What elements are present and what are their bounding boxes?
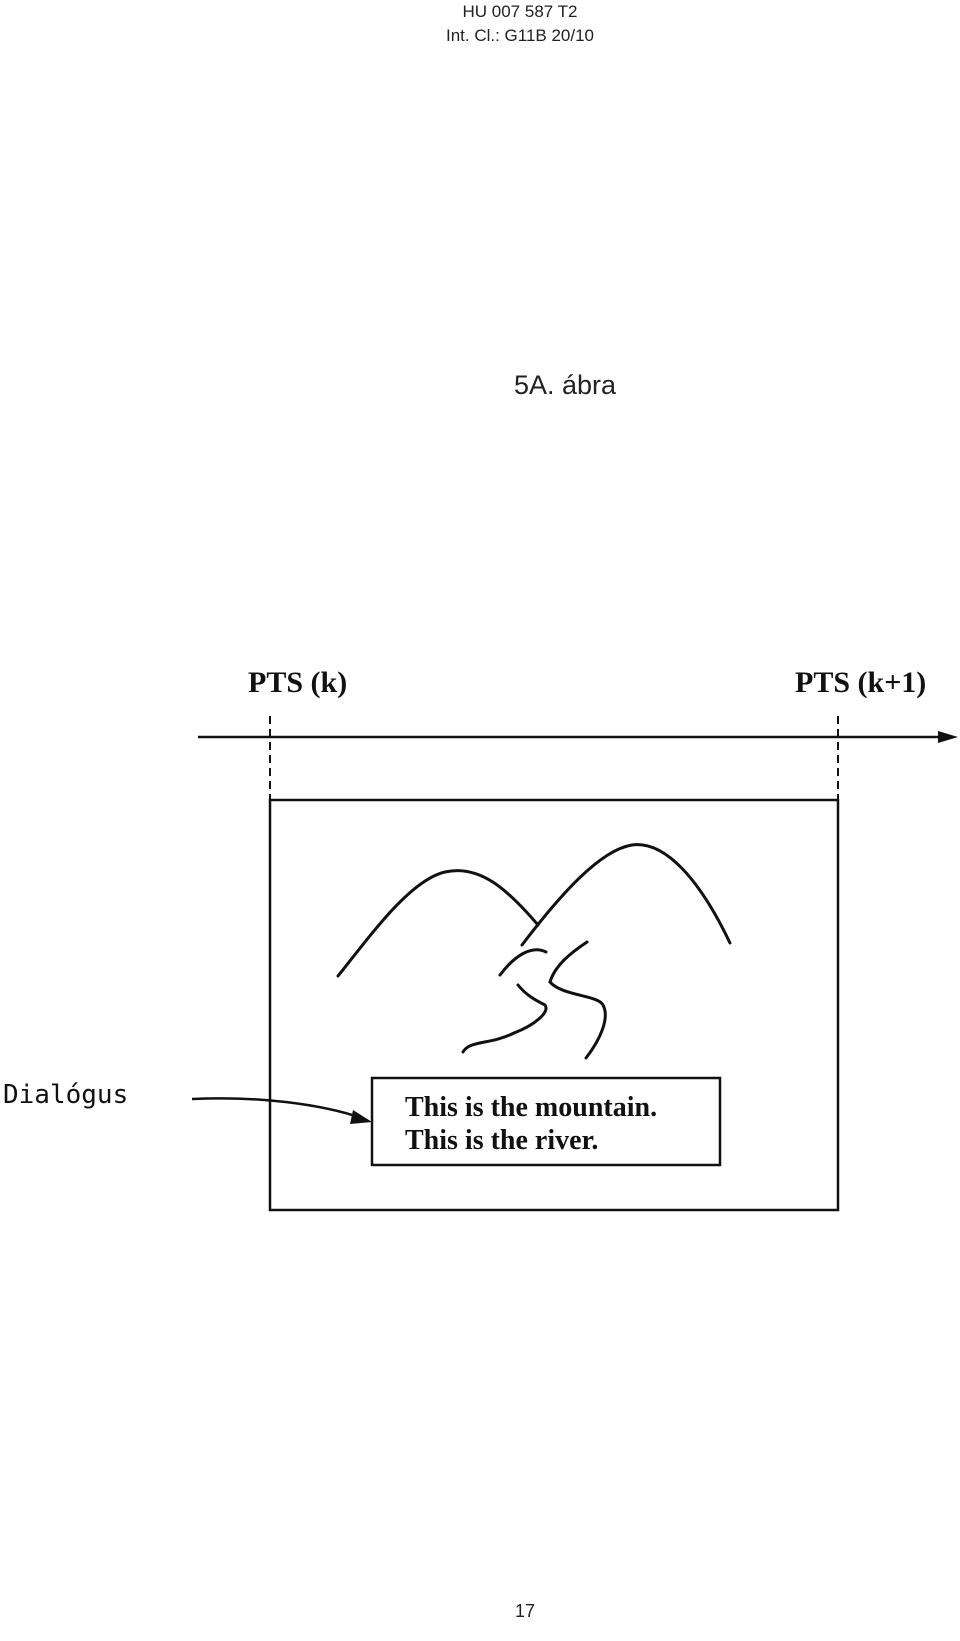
subtitle-box [370,1076,722,1167]
figure-title: 5A. ábra [513,370,617,400]
pointer-arrowhead-icon [350,1110,372,1124]
pts-k-label: PTS (k) [248,666,347,699]
axis-arrowhead-icon [938,731,958,743]
video-frame [268,798,840,1212]
time-axis [198,731,958,743]
dialog-label: Dialógus [3,1080,128,1110]
classification: Int. Cl.: G11B 20/10 [445,26,595,45]
subtitle-line-1: This is the mountain. [405,1092,657,1123]
page-header: HU 007 587 T2 Int. Cl.: G11B 20/10 [0,0,960,48]
pts-k1-label: PTS (k+1) [795,666,926,699]
page-number: 17 [514,1601,536,1621]
patent-number: HU 007 587 T2 [462,2,578,21]
subtitle-line-2: This is the river. [405,1125,598,1156]
mountain-drawing [336,843,732,978]
dialog-pointer [191,1097,372,1124]
river-drawing [461,940,607,1060]
